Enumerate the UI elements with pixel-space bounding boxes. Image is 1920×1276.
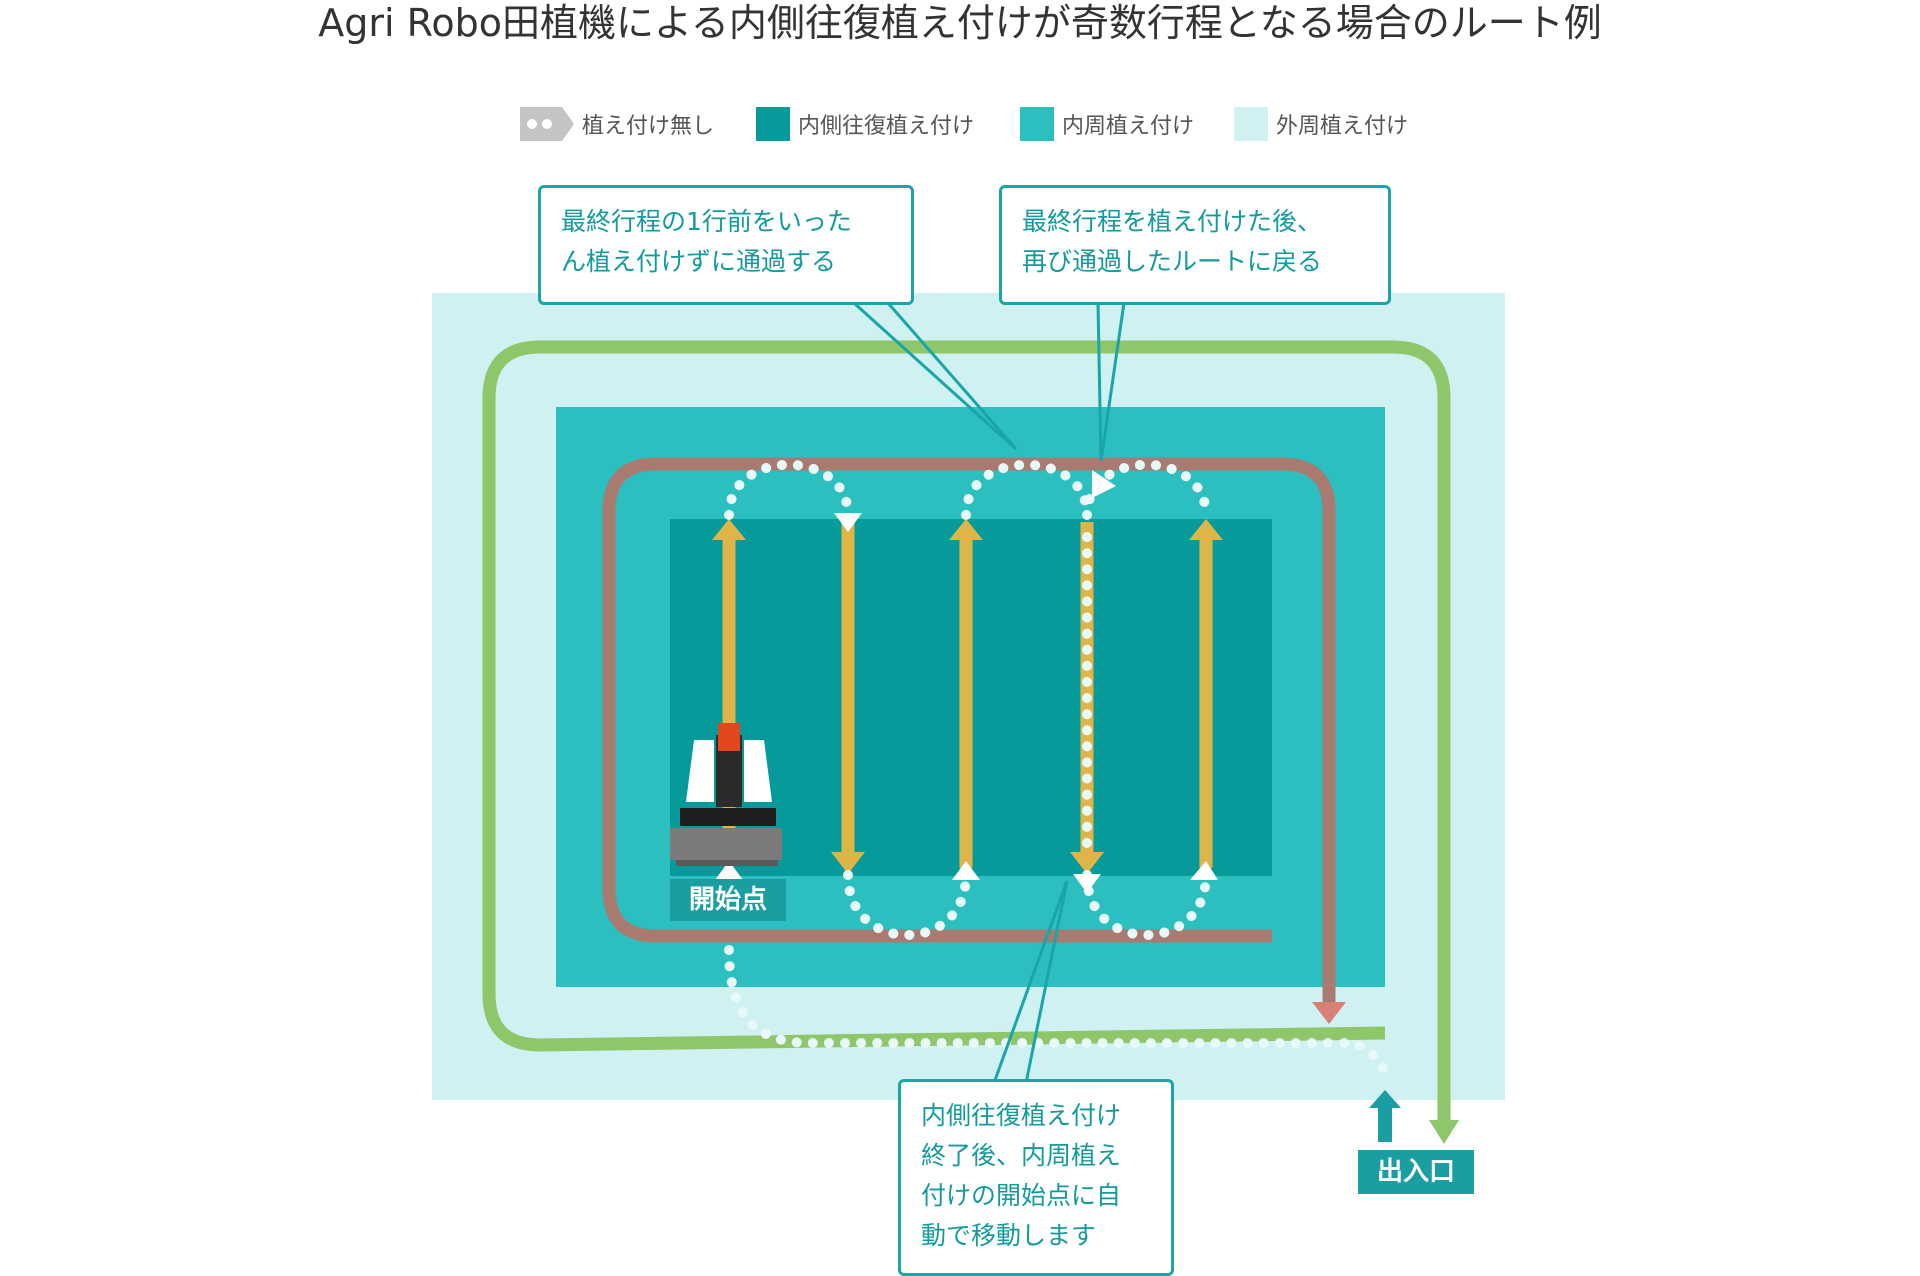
page-title: Agri Robo田植機による内側往復植え付けが奇数行程となる場合のルート例 xyxy=(318,1,1602,45)
rice-planter-icon xyxy=(670,723,782,866)
legend-item-inner-reciprocal: 内側往復植え付け xyxy=(756,107,974,141)
callout-line: 動で移動します xyxy=(921,1221,1097,1250)
legend-item-no-planting: 植え付け無し xyxy=(520,107,714,141)
callout-pointer-second xyxy=(1096,302,1103,462)
red-arrow-head xyxy=(1312,1002,1346,1024)
callout-pointer-second-b xyxy=(1099,302,1126,462)
callout-return-route: 最終行程を植え付けた後、 再び通過したルートに戻る xyxy=(999,185,1391,305)
entrance-label: 出入口 xyxy=(1358,1150,1474,1194)
legend-swatch-outer-round xyxy=(1234,107,1268,141)
callout-line: 再び通過したルートに戻る xyxy=(1022,247,1323,276)
legend-swatch-inner-round xyxy=(1020,107,1054,141)
legend-label: 外周植え付け xyxy=(1276,114,1409,139)
callout-pointer-first-b xyxy=(886,302,1018,450)
entrance-arrow xyxy=(1369,1090,1401,1142)
callout-pointer-third xyxy=(992,880,1069,1084)
legend-item-outer-round: 外周植え付け xyxy=(1234,107,1408,141)
no-planting-dotted-route xyxy=(724,459,1390,1077)
callout-pointer-third-b xyxy=(1024,880,1069,1084)
callout-line: ん植え付けずに通過する xyxy=(561,247,837,276)
callout-auto-move: 内側往復植え付け 終了後、内周植え 付けの開始点に自 動で移動します xyxy=(898,1079,1174,1276)
inner-brown-route xyxy=(602,457,1336,1004)
legend-label: 内周植え付け xyxy=(1062,114,1195,139)
legend-label: 植え付け無し xyxy=(582,114,715,139)
green-arrow-head xyxy=(1429,1120,1459,1144)
callout-line: 付けの開始点に自 xyxy=(921,1181,1122,1210)
callout-line: 終了後、内周植え xyxy=(921,1141,1122,1170)
legend-swatch-inner-reciprocal xyxy=(756,107,790,141)
pass-arrow-heads xyxy=(712,519,1223,874)
legend-item-inner-round: 内周植え付け xyxy=(1020,107,1194,141)
start-point-label: 開始点 xyxy=(670,879,786,921)
callout-line: 最終行程を植え付けた後、 xyxy=(1022,207,1323,236)
callout-line: 内側往復植え付け xyxy=(921,1101,1122,1130)
outer-green-route xyxy=(482,340,1451,1120)
dotted-arrow-icon xyxy=(520,107,574,141)
callout-skip-pass: 最終行程の1行前をいった ん植え付けずに通過する xyxy=(538,185,914,305)
legend-label: 内側往復植え付け xyxy=(798,114,975,139)
callout-line: 最終行程の1行前をいった xyxy=(561,207,852,236)
callout-pointer-first xyxy=(852,301,1018,451)
